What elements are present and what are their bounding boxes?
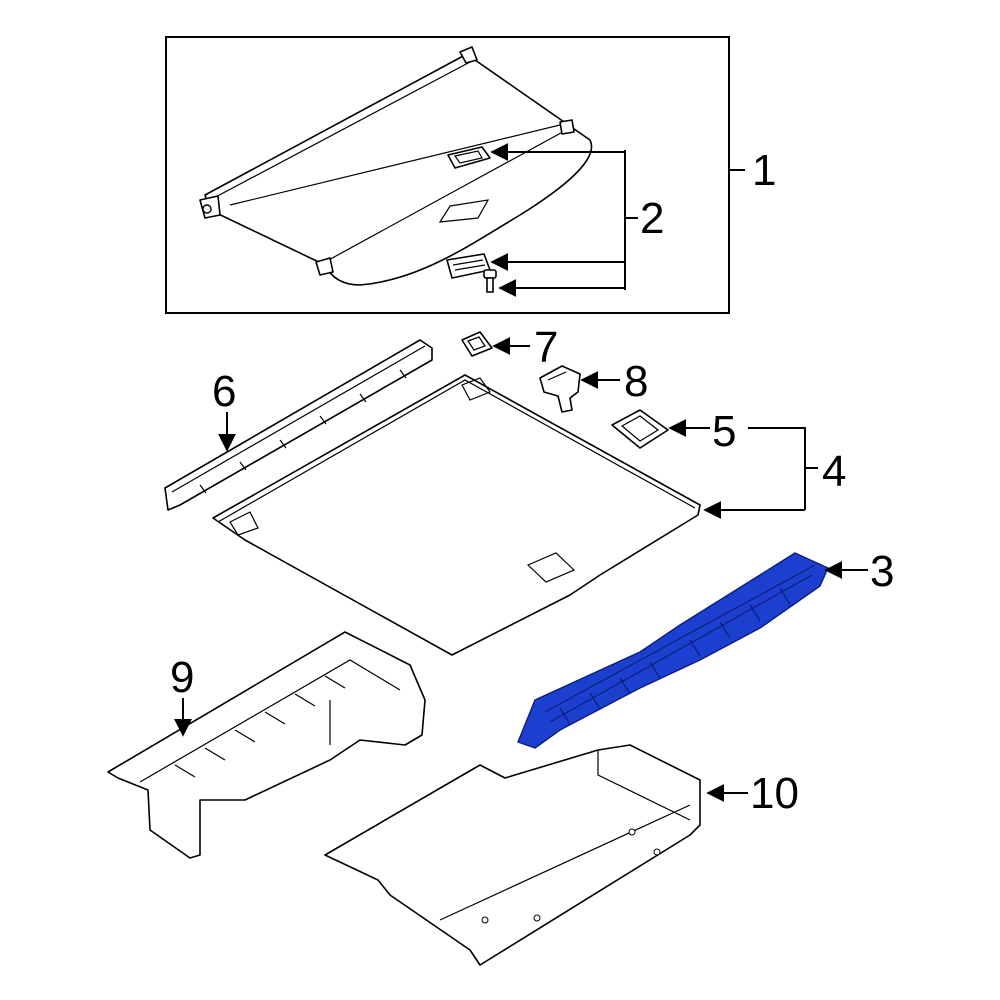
floor-support-frame[interactable] <box>107 631 426 859</box>
tie-down-bezel[interactable] <box>461 331 493 357</box>
callout-2: 2 <box>640 194 664 243</box>
rear-trim-strip[interactable] <box>164 339 433 511</box>
lower-floor-panel[interactable] <box>324 744 701 966</box>
rear-sill-trim-panel[interactable] <box>517 552 829 749</box>
mounting-bracket[interactable] <box>539 365 581 413</box>
callout-1: 1 <box>752 146 776 195</box>
load-floor-assembly[interactable] <box>212 374 701 656</box>
callout-5: 5 <box>712 407 736 456</box>
callout-7: 7 <box>534 323 558 372</box>
callout-8: 8 <box>624 357 648 406</box>
cargo-cover-assembly[interactable] <box>199 46 593 286</box>
callout-9: 9 <box>170 653 194 702</box>
cargo-cover-group-box <box>165 36 730 314</box>
callout-3: 3 <box>870 547 894 596</box>
cover-clip-upper[interactable] <box>447 146 491 169</box>
callout-10: 10 <box>750 769 799 818</box>
callout-6: 6 <box>212 367 236 416</box>
leader-lines <box>174 143 868 802</box>
cover-screw[interactable] <box>483 269 497 293</box>
callout-4: 4 <box>822 447 846 496</box>
floor-handle[interactable] <box>611 409 669 449</box>
